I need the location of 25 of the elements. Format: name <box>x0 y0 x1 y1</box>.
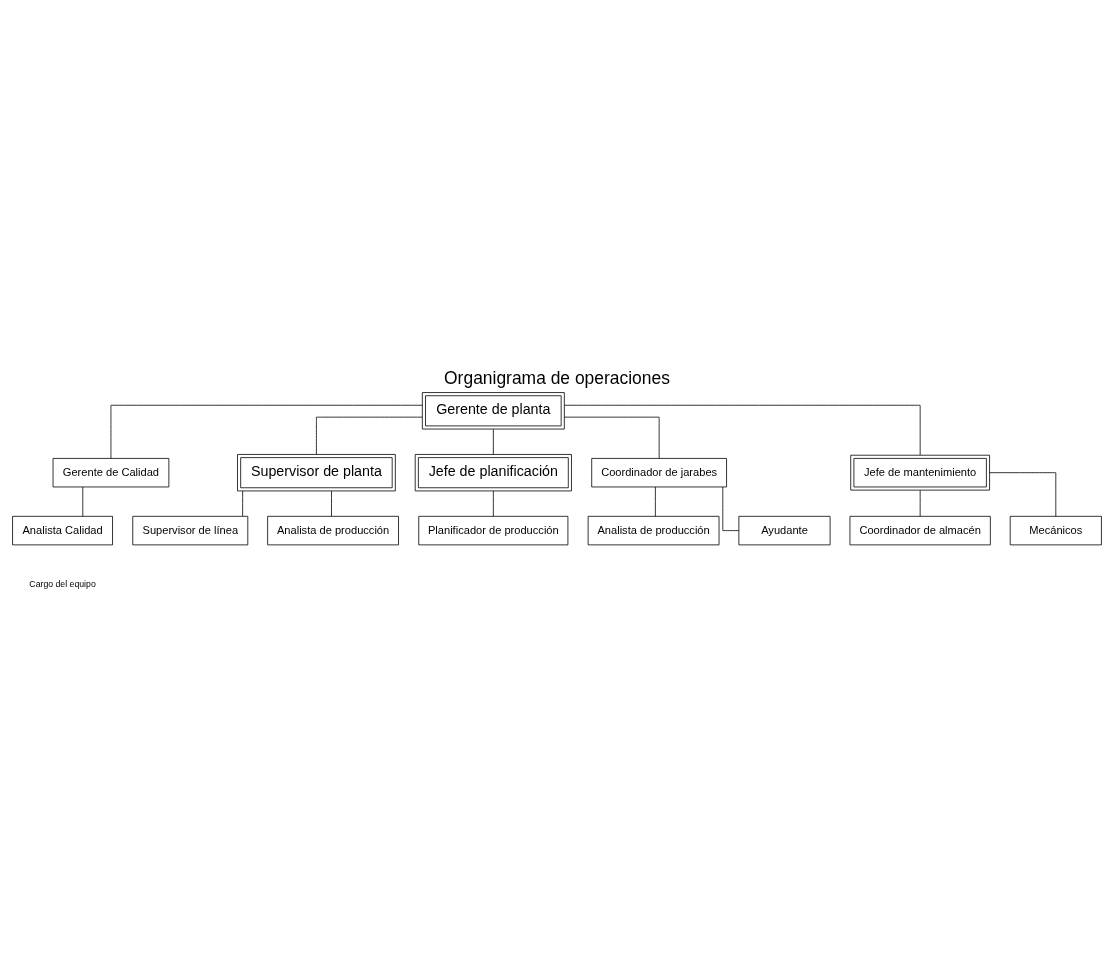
connector <box>242 490 244 517</box>
connector <box>110 404 423 459</box>
diagram-title: Organigrama de operaciones <box>444 368 670 389</box>
node-box: Analista de producción <box>267 515 399 546</box>
node-box: Gerente de Calidad <box>52 458 170 488</box>
connector <box>82 486 84 517</box>
node-box: Coordinador de jarabes <box>591 458 727 488</box>
connector <box>563 416 660 459</box>
connector <box>989 472 1057 517</box>
node-box: Ayudante <box>738 515 831 546</box>
connector <box>492 490 494 517</box>
connector <box>919 490 921 517</box>
connector <box>331 490 332 517</box>
node-box: Supervisor de línea <box>132 515 249 546</box>
connector <box>492 428 494 455</box>
connector <box>564 404 921 456</box>
connector <box>722 486 740 531</box>
node-box: Planificador de producción <box>418 515 569 546</box>
node-box: Mecánicos <box>1009 515 1102 546</box>
caption: Cargo del equipo <box>29 578 96 589</box>
connector <box>316 416 423 455</box>
node-box: Analista Calidad <box>12 515 113 546</box>
connector <box>654 486 656 517</box>
node-box: Coordinador de almacén <box>849 515 991 546</box>
node-box: Analista de producción <box>587 515 720 546</box>
